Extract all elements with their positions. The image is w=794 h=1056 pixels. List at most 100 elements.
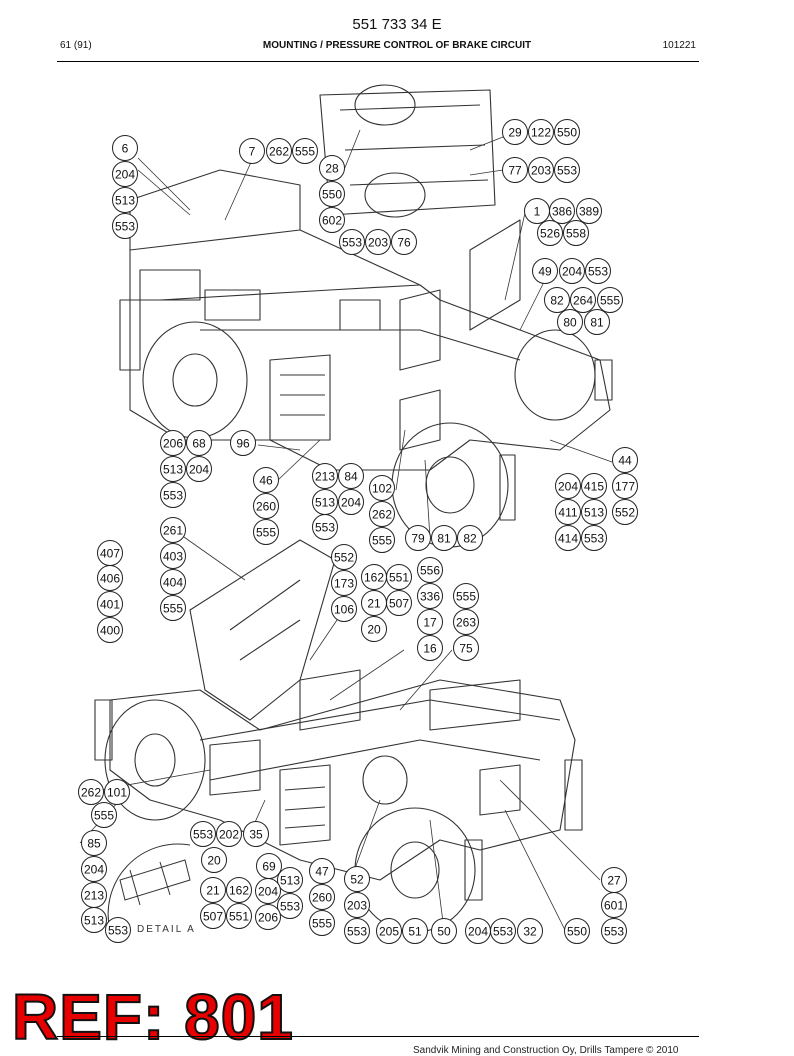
- callout-circle: [186, 430, 212, 456]
- part-callout: 69: [256, 853, 282, 879]
- callout-circle: [81, 907, 107, 933]
- callout-number: 177: [615, 480, 635, 494]
- callout-number: 85: [87, 837, 101, 851]
- callout-number: 204: [189, 463, 209, 477]
- part-callout: 550: [564, 918, 590, 944]
- part-callout: 16: [417, 635, 443, 661]
- callout-number: 553: [493, 925, 513, 939]
- part-callout: 550: [319, 181, 345, 207]
- callout-number: 21: [367, 597, 381, 611]
- part-callout: 20: [201, 847, 227, 873]
- part-callout: 173: [331, 570, 357, 596]
- callout-circle: [230, 430, 256, 456]
- part-callout: 513: [277, 867, 303, 893]
- callout-circle: [319, 207, 345, 233]
- callout-circle: [417, 557, 443, 583]
- callout-circle: [338, 489, 364, 515]
- part-callout: 32: [517, 918, 543, 944]
- part-callout: 415: [581, 473, 607, 499]
- callout-number: 602: [322, 214, 342, 228]
- part-callout: 204: [255, 878, 281, 904]
- callout-number: 6: [122, 142, 129, 156]
- part-callout: 260: [309, 884, 335, 910]
- part-callout: 404: [160, 569, 186, 595]
- callout-circle: [365, 229, 391, 255]
- callout-number: 558: [566, 227, 586, 241]
- callout-circle: [391, 229, 417, 255]
- callout-number: 386: [552, 205, 572, 219]
- callout-number: 553: [115, 220, 135, 234]
- callout-number: 35: [249, 828, 263, 842]
- page-title: MOUNTING / PRESSURE CONTROL OF BRAKE CIR…: [262, 40, 532, 51]
- callout-circle: [319, 181, 345, 207]
- callout-number: 7: [249, 145, 256, 159]
- part-callout: 513: [112, 187, 138, 213]
- callout-number: 336: [420, 590, 440, 604]
- callout-number: 406: [100, 572, 120, 586]
- part-callout: 204: [559, 258, 585, 284]
- callout-number: 52: [350, 873, 364, 887]
- part-callout: 213: [312, 463, 338, 489]
- callout-number: 552: [615, 506, 635, 520]
- part-callout: 555: [253, 519, 279, 545]
- part-callout: 106: [331, 596, 357, 622]
- part-callout: 46: [253, 467, 279, 493]
- callout-circle: [581, 499, 607, 525]
- callout-circle: [453, 583, 479, 609]
- callout-circle: [559, 258, 585, 284]
- callout-number: 44: [618, 454, 632, 468]
- part-callout: 552: [331, 544, 357, 570]
- callout-number: 50: [437, 925, 451, 939]
- callout-number: 205: [379, 925, 399, 939]
- callout-number: 507: [389, 597, 409, 611]
- part-callout: 336: [417, 583, 443, 609]
- callout-circle: [312, 463, 338, 489]
- part-callout: 80: [557, 309, 583, 335]
- callout-circle: [555, 525, 581, 551]
- callout-circle: [292, 138, 318, 164]
- part-callout: 6: [112, 135, 138, 161]
- callout-number: 551: [389, 571, 409, 585]
- callout-circle: [309, 910, 335, 936]
- callout-circle: [97, 565, 123, 591]
- callout-circle: [309, 858, 335, 884]
- callout-circle: [376, 918, 402, 944]
- callout-circle: [557, 309, 583, 335]
- callout-number: 555: [456, 590, 476, 604]
- part-callout: 555: [292, 138, 318, 164]
- callout-number: 46: [259, 474, 273, 488]
- callout-number: 555: [256, 526, 276, 540]
- part-callout: 81: [431, 525, 457, 551]
- callout-circle: [612, 447, 638, 473]
- part-callout: 507: [386, 590, 412, 616]
- part-callout: 551: [226, 903, 252, 929]
- part-callout: 555: [369, 527, 395, 553]
- callout-number: 553: [342, 236, 362, 250]
- part-callout: 35: [243, 821, 269, 847]
- part-callout: 400: [97, 617, 123, 643]
- callout-number: 404: [163, 576, 183, 590]
- callout-number: 82: [550, 294, 564, 308]
- callout-number: 20: [367, 623, 381, 637]
- footer-copyright: Sandvik Mining and Construction Oy, Dril…: [413, 1045, 679, 1056]
- part-callout: 204: [112, 161, 138, 187]
- part-callout: 263: [453, 609, 479, 635]
- callout-number: 202: [219, 828, 239, 842]
- part-callout: 601: [601, 892, 627, 918]
- callout-number: 204: [84, 863, 104, 877]
- callout-circle: [200, 903, 226, 929]
- callout-circle: [339, 229, 365, 255]
- callout-circle: [453, 609, 479, 635]
- part-callout: 553: [339, 229, 365, 255]
- part-callout: 84: [338, 463, 364, 489]
- part-callout: 101: [104, 779, 130, 805]
- part-callout: 50: [431, 918, 457, 944]
- part-callout: 552: [612, 499, 638, 525]
- part-callout: 204: [186, 456, 212, 482]
- part-callout: 553: [601, 918, 627, 944]
- callout-circle: [570, 287, 596, 313]
- callout-number: 51: [408, 925, 422, 939]
- part-callout: 414: [555, 525, 581, 551]
- callout-number: 96: [236, 437, 250, 451]
- callout-circle: [81, 856, 107, 882]
